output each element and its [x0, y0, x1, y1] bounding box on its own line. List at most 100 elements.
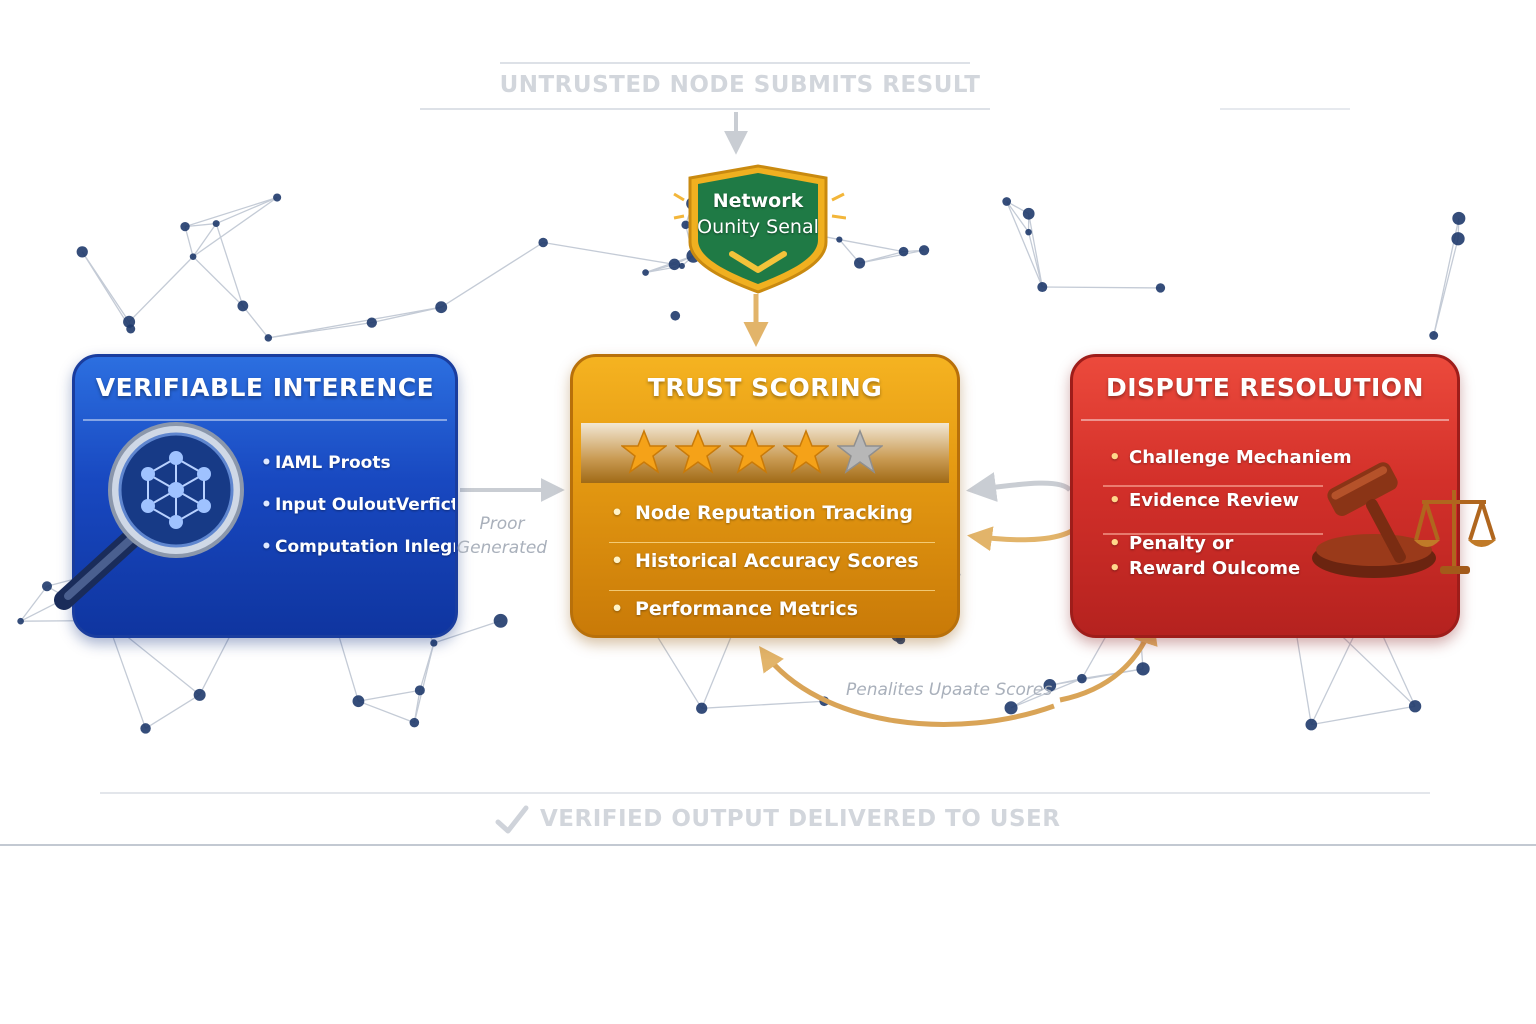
trust-scoring-list: Node Reputation Tracking Historical Accu…	[609, 497, 935, 635]
network-node	[1022, 207, 1035, 220]
star-filled-icon	[621, 429, 667, 474]
list-item: Computation Inlegrity	[261, 537, 455, 557]
network-link	[184, 196, 278, 228]
network-link	[839, 238, 904, 253]
network-node	[1429, 331, 1439, 340]
proof-generated-label: Proor Generated	[452, 512, 552, 560]
list-item: Performance Metrics	[609, 593, 935, 635]
network-link	[440, 241, 544, 308]
dispute-resolution-card: DISPUTE RESOLUTION Challenge Mechaniem E…	[1070, 354, 1460, 638]
top-banner: UNTRUSTED NODE SUBMITS RESULT	[499, 72, 981, 98]
star-filled-icon	[729, 429, 775, 474]
network-node	[237, 300, 249, 312]
network-node	[180, 221, 190, 232]
network-node	[538, 237, 548, 248]
list-item: Penalty or	[1107, 533, 1352, 554]
network-link	[413, 642, 435, 723]
trust-scoring-card: TRUST SCORING Node Reputation Tracking H…	[570, 354, 960, 638]
network-link	[192, 256, 244, 307]
network-link	[543, 241, 675, 266]
network-node	[898, 246, 909, 257]
network-node	[126, 324, 136, 334]
trust-scoring-title: TRUST SCORING	[647, 373, 883, 402]
list-item: Node Reputation Tracking	[609, 497, 935, 543]
network-node	[41, 581, 52, 592]
gavel-and-scales-icon	[1312, 462, 1496, 578]
network-node	[76, 246, 88, 258]
shield-label-line2: Ounity Senal	[697, 216, 819, 238]
penalties-update-scores-label: Penalites Upaate Scores	[846, 680, 1053, 700]
list-item: Evidence Review	[1107, 490, 1352, 511]
network-node	[1155, 283, 1166, 293]
top-rule-lower	[420, 108, 990, 110]
network-link	[215, 196, 278, 225]
network-node	[1452, 211, 1466, 225]
network-node	[414, 685, 425, 696]
network-link	[184, 222, 217, 228]
network-node	[1002, 197, 1012, 206]
network-link	[215, 223, 244, 307]
network-node	[696, 702, 708, 714]
network-link	[1028, 213, 1043, 288]
dispute-resolution-list: Challenge Mechaniem Evidence Review Pena…	[1107, 447, 1352, 579]
network-node	[1451, 232, 1465, 246]
network-link	[1006, 201, 1030, 233]
network-node	[854, 257, 866, 269]
network-quality-shield-icon	[673, 164, 846, 294]
star-filled-icon	[675, 429, 721, 474]
network-link	[184, 226, 194, 257]
network-link	[1006, 201, 1043, 288]
network-node	[1025, 228, 1032, 236]
network-node	[273, 193, 282, 202]
network-link	[81, 251, 132, 330]
network-node	[430, 639, 438, 647]
network-link	[1311, 705, 1416, 726]
network-link	[335, 626, 360, 702]
proof-label-line1: Proor	[479, 514, 525, 534]
network-link	[1027, 231, 1043, 288]
star-rating	[621, 429, 883, 475]
list-item: IAML Proots	[261, 453, 455, 473]
network-node	[352, 695, 365, 708]
network-node	[140, 723, 151, 734]
list-divider	[1103, 533, 1323, 535]
network-node	[670, 310, 681, 321]
network-node	[1305, 718, 1318, 731]
network-link	[859, 249, 925, 264]
network-node	[366, 317, 377, 328]
top-rule-upper	[500, 62, 970, 64]
network-node	[17, 617, 24, 625]
network-node	[642, 269, 649, 276]
network-link	[268, 306, 442, 339]
top-rule-right	[1220, 108, 1350, 110]
network-link	[20, 585, 48, 622]
network-node	[681, 220, 690, 230]
network-link	[106, 620, 147, 729]
title-divider	[1081, 419, 1449, 421]
network-node	[1004, 701, 1018, 715]
network-link	[433, 620, 501, 644]
network-link	[242, 305, 269, 339]
network-node	[212, 220, 220, 228]
network-link	[701, 700, 825, 709]
network-node	[493, 613, 508, 628]
title-divider	[83, 419, 447, 421]
network-node	[668, 258, 681, 271]
network-node	[836, 236, 843, 243]
bottom-banner: VERIFIED OUTPUT DELIVERED TO USER	[540, 806, 1061, 832]
checkmark-icon	[495, 805, 529, 834]
network-link	[1042, 286, 1161, 289]
verifiable-inference-list: IAML Proots Input OuloutVerfiction Compu…	[261, 453, 455, 579]
network-node	[1408, 700, 1422, 713]
network-node	[1077, 673, 1087, 684]
list-item: Challenge Mechaniem	[1107, 447, 1352, 468]
bottom-rule-lower	[0, 844, 1536, 846]
list-item-continuation: Reward Oulcome	[1107, 558, 1352, 579]
network-link	[128, 256, 194, 323]
network-link	[145, 694, 200, 729]
network-node	[1136, 662, 1150, 676]
list-divider	[1103, 485, 1323, 487]
network-link	[192, 196, 278, 258]
list-item: Input OuloutVerfiction	[261, 495, 455, 515]
network-link	[358, 700, 415, 724]
